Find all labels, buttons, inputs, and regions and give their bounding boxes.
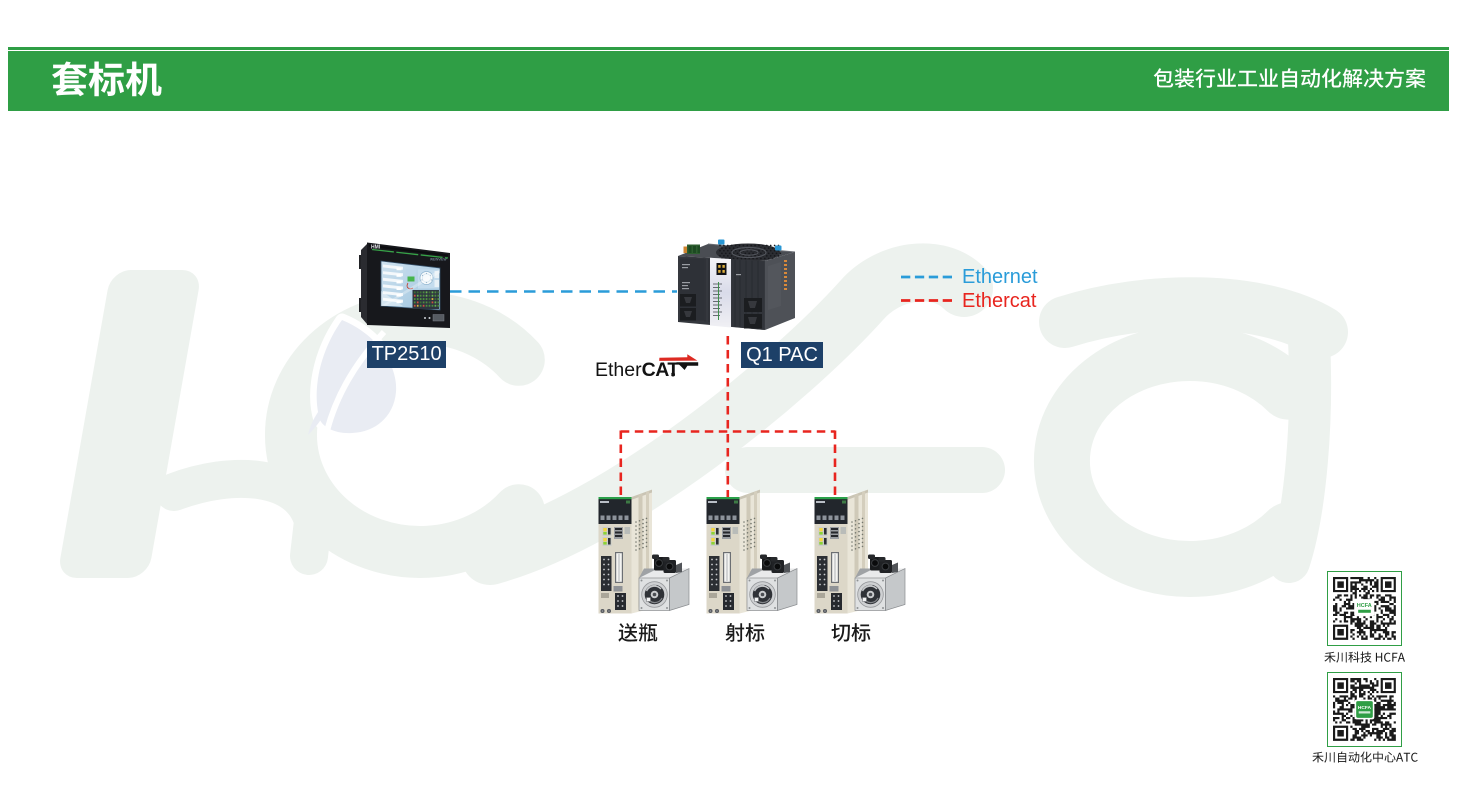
svg-text:HCFA: HCFA <box>1356 603 1371 609</box>
svg-text:HCFA: HCFA <box>1357 705 1371 711</box>
svg-text:HMI: HMI <box>371 245 381 251</box>
svg-text:WEINVIEW: WEINVIEW <box>430 258 446 262</box>
svg-text:EtherCAT: EtherCAT <box>595 359 679 381</box>
